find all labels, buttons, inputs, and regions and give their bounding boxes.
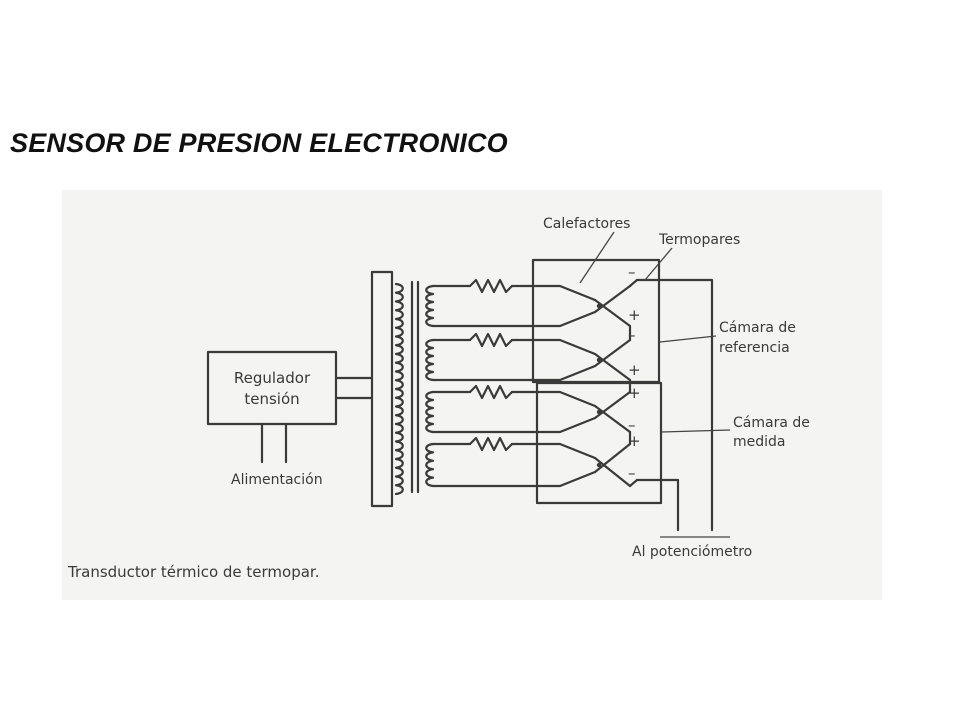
- heater-feed-wire-3: [510, 390, 597, 408]
- measurement-chamber-leader-line: [661, 429, 731, 433]
- potentiometer-label: Al potenciómetro: [632, 544, 752, 560]
- heater-feed-wire-1: [510, 284, 597, 302]
- reference-chamber-leader-line: [659, 335, 717, 343]
- thermocouple-leg-b-3: [593, 390, 632, 420]
- secondary-circuit-wiring: [431, 284, 597, 488]
- secondary-return-wire-4: [431, 470, 597, 488]
- thermocouple-leg-a-1: [593, 298, 632, 328]
- thermocouple-link-top: [628, 278, 639, 288]
- thermocouple-leg-b-2: [593, 338, 632, 368]
- secondary-coil-1: [425, 284, 435, 328]
- polarity-meas-plus-1: +: [628, 384, 641, 402]
- heater-thermocouple-junctions: [593, 278, 639, 488]
- measurement-chamber-label-line1: Cámara de: [733, 415, 810, 431]
- heaters-label: Calefactores: [543, 216, 630, 232]
- thermocouple-output-wire-left: [635, 478, 680, 532]
- voltage-regulator-box: [206, 350, 338, 426]
- thermocouple-link-bottom: [628, 478, 639, 488]
- diagram-caption: Transductor térmico de termopar.: [67, 563, 319, 581]
- thermocouples-label: Termopares: [658, 232, 740, 248]
- secondary-return-wire-1: [431, 310, 597, 328]
- thermocouple-output-wire-right: [635, 278, 714, 532]
- thermocouple-leg-a-2: [593, 352, 632, 382]
- polarity-ref-minus: –: [628, 326, 636, 344]
- secondary-return-wire-3: [431, 416, 597, 434]
- heater-resistor-3: [468, 384, 514, 400]
- heaters-leader-line: [579, 231, 615, 284]
- polarity-top-minus: –: [628, 263, 636, 281]
- polarity-meas-minus-1: –: [628, 416, 636, 434]
- secondary-coil-2: [425, 338, 435, 382]
- secondary-coil-3: [425, 390, 435, 434]
- measurement-chamber-label-line2: medida: [733, 434, 786, 450]
- polarity-ref-plus-1: +: [628, 306, 641, 324]
- secondary-coil-4: [425, 442, 435, 488]
- thermocouple-leg-a-3: [593, 404, 632, 434]
- heater-resistors: [468, 278, 514, 452]
- thermocouple-leg-b-4: [593, 442, 632, 474]
- regulator-label-line1: Regulador: [234, 369, 311, 387]
- thermocouple-leg-a-4: [593, 456, 632, 488]
- heater-resistor-2: [468, 332, 514, 348]
- heater-feed-wire-2: [510, 338, 597, 356]
- polarity-ref-plus-2: +: [628, 361, 641, 379]
- thermocouple-junction-2: [596, 357, 602, 363]
- secondary-return-wire-2: [431, 364, 597, 382]
- primary-coil-winding: [394, 282, 404, 496]
- polarity-meas-minus-2: –: [628, 464, 636, 482]
- slide-title: SENSOR DE PRESION ELECTRONICO: [10, 128, 508, 158]
- heater-resistor-1: [468, 278, 514, 294]
- transformer-primary-coil: [394, 282, 404, 496]
- thermocouple-junction-1: [596, 303, 602, 309]
- polarity-meas-plus-2: +: [628, 432, 641, 450]
- heater-resistor-4: [468, 436, 514, 452]
- thermocouple-junction-3: [596, 409, 602, 415]
- transformer-secondary-coils: [425, 284, 435, 488]
- transformer-primary-frame: [370, 270, 394, 508]
- diagram-background: [62, 190, 882, 600]
- power-label: Alimentación: [231, 472, 323, 488]
- thermocouples-leader-line: [644, 247, 673, 281]
- thermocouple-leg-b-1: [593, 284, 632, 314]
- reference-chamber-label-line2: referencia: [719, 340, 790, 356]
- thermocouple-junction-4: [596, 462, 602, 468]
- measurement-chamber-box: [535, 381, 663, 505]
- regulator-label-line2: tensión: [244, 390, 299, 408]
- reference-chamber-label-line1: Cámara de: [719, 320, 796, 336]
- heater-feed-wire-4: [510, 442, 597, 460]
